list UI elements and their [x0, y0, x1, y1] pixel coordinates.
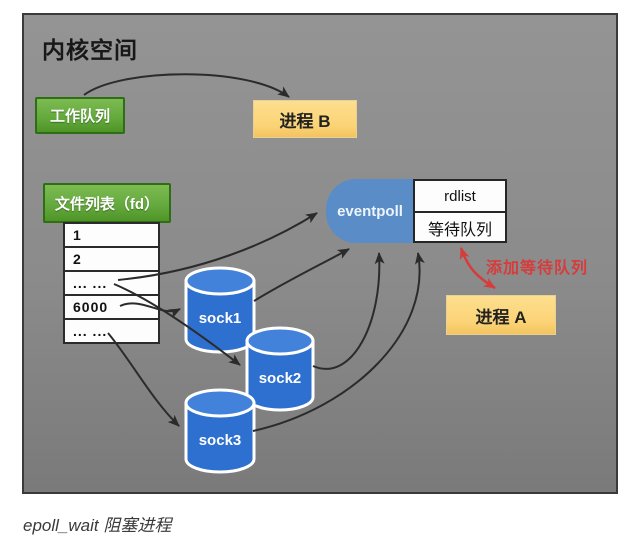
- process-a-label: 进程 A: [475, 307, 527, 327]
- kernel-space-title: 内核空间: [42, 37, 138, 63]
- fd-row: 2: [65, 248, 158, 272]
- process-a-box: 进程 A: [446, 295, 556, 335]
- fd-table: 1 2 ... ... 6000 ... ...: [63, 222, 160, 344]
- fd-list-header-label: 文件列表（fd）: [54, 195, 160, 213]
- fd-list-header-box: 文件列表（fd）: [43, 183, 171, 223]
- fd-row: 1: [65, 224, 158, 248]
- work-queue-label: 工作队列: [49, 108, 110, 125]
- process-b-box: 进程 B: [253, 100, 357, 138]
- wait-queue-cell: 等待队列: [427, 222, 492, 239]
- fd-row: ... ...: [73, 323, 108, 339]
- fd-row: 6000: [65, 296, 158, 320]
- eventpoll-node: eventpoll: [326, 179, 414, 243]
- work-queue-box: 工作队列: [35, 97, 125, 134]
- figure-caption: epoll_wait 阻塞进程: [23, 516, 172, 535]
- rdlist-cell: rdlist: [415, 181, 505, 213]
- eventpoll-cells: rdlist 等待队列: [413, 179, 507, 243]
- process-b-label: 进程 B: [279, 111, 331, 131]
- add-wait-queue-annotation: 添加等待队列: [486, 260, 589, 277]
- fd-row: ... ...: [65, 272, 158, 296]
- eventpoll-label: eventpoll: [337, 202, 403, 220]
